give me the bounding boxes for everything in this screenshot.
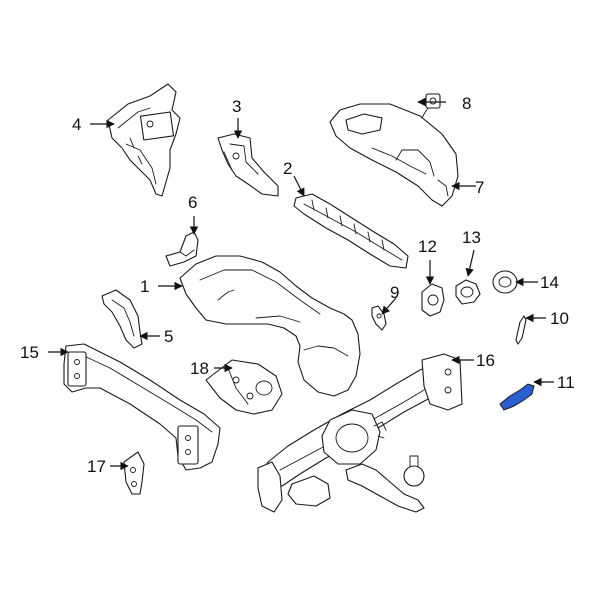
part-10-strip[interactable] — [515, 315, 527, 345]
callout-8: 8 — [462, 94, 471, 113]
callout-leaders — [48, 97, 554, 471]
callout-11: 11 — [557, 373, 575, 392]
part-12-bracket[interactable] — [421, 283, 445, 317]
callout-1: 1 — [140, 277, 149, 296]
part-11-highlighted-bracket[interactable] — [499, 383, 535, 411]
callout-13: 13 — [462, 228, 481, 247]
part-18-bracket[interactable] — [205, 359, 283, 415]
callout-3: 3 — [232, 97, 241, 116]
part-13-sensor-holder[interactable] — [455, 279, 481, 305]
callout-10: 10 — [550, 309, 569, 328]
part-6-bracket[interactable] — [165, 231, 199, 267]
part-2-energy-absorber[interactable] — [293, 193, 409, 269]
callout-14: 14 — [540, 273, 559, 292]
part-17-plate[interactable] — [123, 451, 145, 495]
callout-7: 7 — [475, 178, 484, 197]
part-9-clip[interactable] — [371, 305, 387, 331]
part-3-bracket[interactable] — [217, 133, 279, 197]
callout-18: 18 — [190, 359, 209, 378]
callout-4: 4 — [72, 115, 81, 134]
part-14-ring[interactable] — [492, 270, 518, 294]
callout-15: 15 — [20, 343, 39, 362]
callout-labels: 4 3 2 8 7 6 1 5 15 18 17 16 9 12 13 14 1… — [20, 94, 575, 476]
callout-5: 5 — [164, 327, 173, 346]
callout-2: 2 — [283, 159, 292, 178]
part-16-tow-hitch[interactable] — [257, 353, 463, 513]
part-1-bumper-cover[interactable] — [179, 255, 361, 397]
part-15-impact-bar[interactable] — [63, 343, 221, 471]
callout-16: 16 — [476, 351, 495, 370]
callout-9: 9 — [390, 283, 399, 302]
callout-6: 6 — [188, 193, 197, 212]
part-4-side-bracket[interactable] — [107, 83, 181, 197]
callout-12: 12 — [418, 237, 437, 256]
part-7-lower-valance[interactable] — [329, 103, 459, 207]
part-8-sensor[interactable] — [421, 93, 441, 119]
callout-17: 17 — [87, 457, 106, 476]
part-5-arch-bracket[interactable] — [101, 289, 143, 349]
